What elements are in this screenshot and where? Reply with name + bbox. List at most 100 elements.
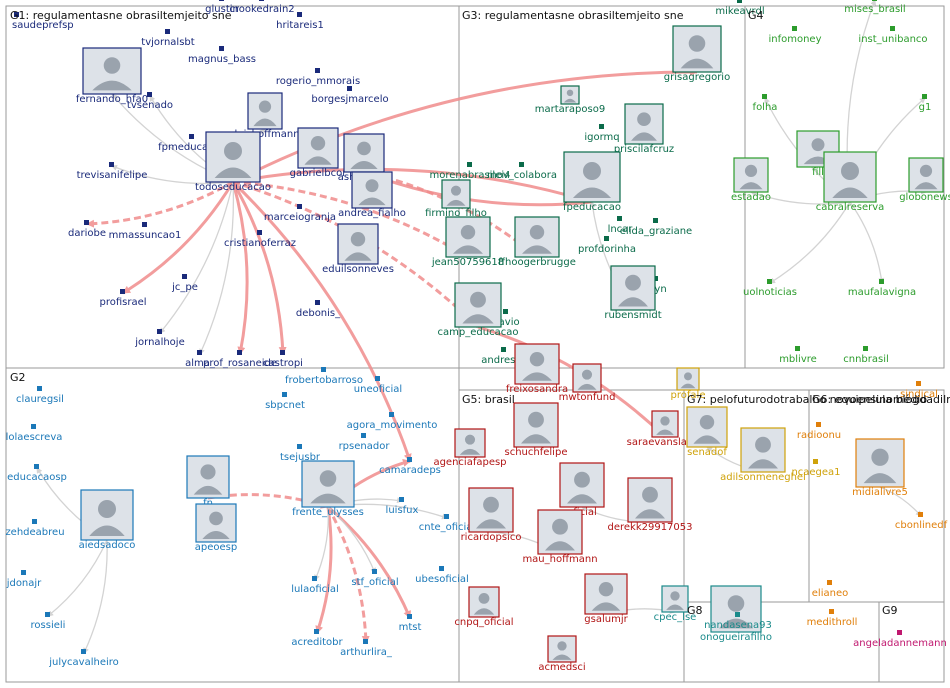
node-froberto[interactable]: frobertobarroso (285, 367, 363, 386)
node-cbonlinedf[interactable]: cbonlinedf (895, 512, 948, 531)
node-jdonajr[interactable]: jdonajr (6, 570, 42, 589)
node-ncaegea1[interactable]: ncaegea1 (791, 459, 841, 478)
node-cnpq-oficial[interactable]: cnpq_oficial (454, 586, 514, 628)
node-todoseducacao[interactable]: todoseducacao (195, 131, 271, 193)
node-globonews[interactable]: globonews (899, 157, 950, 203)
node-saraevanslacks[interactable]: saraevanslacks (627, 410, 704, 448)
node-profdorinha[interactable]: profdorinha (578, 236, 636, 255)
node-frente-ulysses[interactable]: frente_ulysses (292, 460, 364, 518)
node-tvjornalsbt[interactable]: tvjornalsbt (141, 29, 195, 48)
node-mikeavrdl[interactable]: mikeavrdl (715, 0, 765, 17)
node-angeladannemann[interactable]: angeladannemann (853, 630, 947, 649)
node-clauregsil[interactable]: clauregsil (16, 386, 64, 405)
node-cabralreserva[interactable]: cabralreserva (816, 151, 885, 213)
node-mmassuncao1[interactable]: mmassuncao1 (109, 222, 182, 241)
node-nandasena93[interactable]: nandasena93 (704, 612, 772, 631)
node-mtst[interactable]: mtst (399, 614, 422, 633)
node-igormq[interactable]: igormq (584, 124, 620, 143)
node-acmedsci[interactable]: acmedsci (538, 635, 586, 673)
node-g1[interactable]: g1 (919, 94, 932, 113)
node-inst-unibanco[interactable]: inst_unibanco (858, 26, 928, 45)
node-glustin[interactable]: glustin (205, 0, 239, 15)
node-agora-movimento[interactable]: agora_movimento (347, 412, 438, 431)
node-rpsenador[interactable]: rpsenador (339, 433, 391, 452)
node-julycavalheiro[interactable]: julycavalheiro (48, 649, 119, 668)
node-fpmeducacao[interactable]: fpmeducacao (158, 134, 226, 153)
node-fill[interactable]: fill (796, 130, 840, 178)
node-priscilafcruz[interactable]: priscilafcruz (614, 103, 674, 155)
node-ffhoogerbrugge[interactable]: ffhoogerbrugge (498, 216, 576, 268)
node-castropi[interactable]: castropi (263, 350, 303, 369)
node-morenabrasilei4[interactable]: morenabrasilei4 (429, 162, 511, 181)
node-profale[interactable]: profale (671, 367, 706, 401)
node-sbpcnet[interactable]: sbpcnet (265, 392, 305, 411)
node-freixosandra[interactable]: freixosandra (506, 343, 568, 395)
node-grisagregorio[interactable]: grisagregorio (664, 25, 730, 83)
node-uolnoticias[interactable]: uolnoticias (743, 279, 797, 298)
node-aiedsadoco[interactable]: aiedsadoco (79, 489, 136, 551)
node-senadof[interactable]: senadof (686, 406, 728, 458)
node-arthurlira-[interactable]: arthurlira_ (340, 639, 393, 658)
node-agenciafapesp[interactable]: agenciafapesp (433, 428, 507, 468)
node-ubesoficial[interactable]: ubesoficial (415, 566, 469, 585)
node-eduilsonneves[interactable]: eduilsonneves (322, 223, 394, 275)
node-firmino-filho[interactable]: firmino_filho (425, 179, 487, 219)
node-crookedrain2[interactable]: crookedrain2 (229, 0, 295, 15)
node-blogdadilmasindical[interactable]: sindical (900, 381, 938, 400)
node-camp-educacao[interactable]: camp_educacao (438, 282, 519, 338)
node-prof-rosaneide[interactable]: prof_rosaneide (203, 350, 277, 369)
node-lolaescreva[interactable]: lolaescreva (6, 424, 63, 443)
node-hritareis1[interactable]: hritareis1 (276, 12, 324, 31)
node-jean50759618[interactable]: jean50759618 (431, 216, 504, 268)
node-cpec-lse[interactable]: cpec_lse (654, 585, 697, 623)
node-dariobe[interactable]: dariobe (68, 220, 106, 239)
node-adilsonmeneghel[interactable]: adilsonmeneghel (720, 427, 806, 483)
node-flavio[interactable]: flavio (492, 309, 520, 328)
node-fpeducacao[interactable]: fpeducacao (563, 151, 621, 213)
node-midialivre5[interactable]: midialivre5 (852, 438, 908, 498)
node-elida-graziane[interactable]: elida_graziane (620, 218, 692, 237)
node-infomoney[interactable]: infomoney (768, 26, 822, 45)
node-tvsenado[interactable]: tvsenado (127, 92, 173, 111)
node-rluizhoffmann[interactable]: rluizhoffmann (230, 92, 300, 140)
node-gabrielbcor[interactable]: gabrielbcor (290, 127, 348, 179)
node-mau-hoffmann[interactable]: mau_hoffmann (522, 509, 598, 565)
node-fnp[interactable]: fn (186, 455, 230, 509)
node-acreditobr[interactable]: acreditobr (291, 629, 344, 648)
node-gsalumjr[interactable]: gsalumjr (584, 573, 629, 625)
node-zehdeabreu[interactable]: zehdeabreu (5, 519, 65, 538)
node-onogueirafilho[interactable]: onogueirafilho (700, 585, 772, 643)
node-marceiogranja[interactable]: marceiogranja (264, 204, 336, 223)
node-ricardopsico[interactable]: ricardopsico (461, 487, 522, 543)
node-medithroll[interactable]: medithroll (807, 609, 858, 628)
node-rogerio-mmorais[interactable]: rogerio_mmorais (276, 68, 360, 87)
node-cristianoferraz[interactable]: cristianoferraz (224, 230, 296, 249)
node-debonis-[interactable]: debonis_ (296, 300, 341, 319)
node-schuchfelipe[interactable]: schuchfelipe (505, 402, 568, 458)
node-cnnbrasil[interactable]: cnnbrasil (843, 346, 889, 365)
node-rubensmidt[interactable]: rubensmidt (604, 265, 662, 321)
node-lncar[interactable]: lncar (608, 216, 634, 235)
node-jc-pe[interactable]: jc_pe (171, 274, 198, 293)
node-trevisanifelipe[interactable]: trevisanifelipe (77, 162, 148, 181)
node-uneoficial[interactable]: uneoficial (354, 376, 402, 395)
node-stf-oficial[interactable]: stf_oficial (351, 569, 399, 588)
node-magnus-bass[interactable]: magnus_bass (188, 46, 256, 65)
node-tsejusbr[interactable]: tsejusbr (280, 444, 321, 463)
node-andressa[interactable]: andressa (481, 347, 527, 366)
node-radioonu[interactable]: radioonu (797, 422, 841, 441)
node-saudeprefsp[interactable]: saudeprefsp (12, 12, 74, 31)
node-martaraposo9[interactable]: martaraposo9 (535, 85, 605, 115)
node-jornalhoje[interactable]: jornalhoje (134, 329, 185, 348)
node-camarade[interactable]: camaradeps (379, 457, 441, 476)
node-apeoesp[interactable]: apeoesp (195, 503, 237, 553)
node-mov-colabora[interactable]: mov_colabora (487, 162, 557, 181)
node-derekk29917053[interactable]: derekk29917053 (607, 477, 693, 533)
node-lulaoficial[interactable]: lulaoficial (291, 576, 339, 595)
node-borgesjmarcelo[interactable]: borgesjmarcelo (311, 86, 389, 105)
node-andrea-fialho[interactable]: andrea_fialho (338, 171, 406, 219)
node-mblivre[interactable]: mblivre (779, 346, 817, 365)
node-alma-[interactable]: alma_ (185, 350, 216, 369)
node-fernando-hfa0[interactable]: fernando_hfa0 (76, 47, 148, 105)
node-profisrael[interactable]: profisrael (99, 289, 147, 308)
